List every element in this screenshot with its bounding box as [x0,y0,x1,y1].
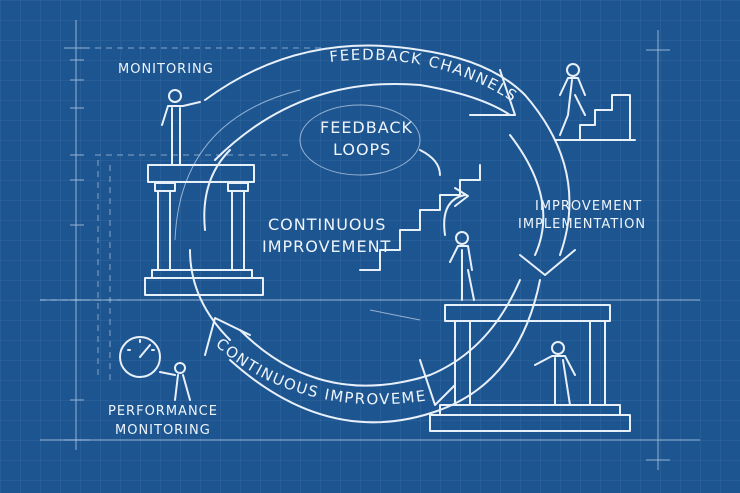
center-stairs-figure [359,164,631,432]
monitoring-label: MONITORING [118,62,214,77]
continuous-improvement-center-line1: CONTINUOUS [268,215,386,234]
improvement-implementation-line1: IMPROVEMENT [535,199,642,214]
monitoring-figure-on-pedestal [144,89,264,296]
presenting-figure [534,341,576,406]
dimension-lines [40,20,700,470]
improvement-implementation-line2: IMPLEMENTATION [518,217,646,232]
gauge-icon [119,336,191,401]
feedback-loops-label-line1: FEEDBACK [320,118,413,137]
cycle-arrows [174,44,576,424]
performance-monitoring-line2: MONITORING [115,423,211,438]
climbing-figure [554,63,636,141]
continuous-improvement-center-line2: IMPROVEMENT [262,237,391,256]
performance-monitoring-line1: PERFORMANCE [108,404,218,419]
feedback-loops-label-line2: LOOPS [333,140,391,159]
